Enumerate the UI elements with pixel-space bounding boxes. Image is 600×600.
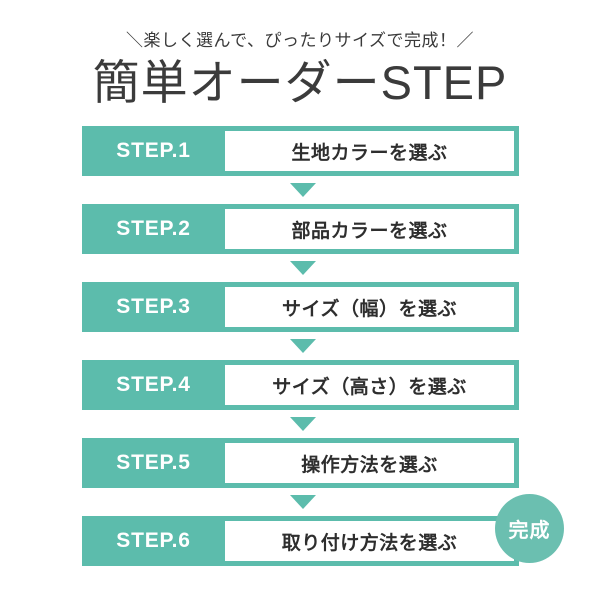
arrow-down-icon xyxy=(290,417,316,431)
step-row[interactable]: STEP.4 サイズ（高さ）を選ぶ xyxy=(82,360,519,410)
arrow-down-icon xyxy=(290,261,316,275)
step-label-3: サイズ（幅）を選ぶ xyxy=(282,298,457,320)
step-number-2: STEP.2 xyxy=(116,217,191,240)
step-row[interactable]: STEP.2 部品カラーを選ぶ xyxy=(82,204,519,254)
complete-badge-label: 完成 xyxy=(508,520,551,542)
step-number-5: STEP.5 xyxy=(116,451,191,474)
step-number-1: STEP.1 xyxy=(116,139,191,162)
step-list: STEP.1 生地カラーを選ぶ STEP.2 部品カラーを選ぶ STEP.3 サ… xyxy=(82,126,519,594)
step-number-4: STEP.4 xyxy=(116,373,191,396)
step-row[interactable]: STEP.3 サイズ（幅）を選ぶ xyxy=(82,282,519,332)
tagline: ＼楽しく選んで、ぴったりサイズで完成！／ xyxy=(126,31,474,50)
step-label-4: サイズ（高さ）を選ぶ xyxy=(272,376,467,398)
step-label-5: 操作方法を選ぶ xyxy=(301,454,438,476)
step-label-6: 取り付け方法を選ぶ xyxy=(281,532,458,554)
step-row[interactable]: STEP.6 取り付け方法を選ぶ xyxy=(82,516,519,566)
step-label-box-6: 取り付け方法を選ぶ xyxy=(225,521,514,561)
step-label-box-2: 部品カラーを選ぶ xyxy=(225,209,514,249)
arrow-down-icon xyxy=(290,495,316,509)
step-label-box-5: 操作方法を選ぶ xyxy=(225,443,514,483)
arrow-down-icon xyxy=(290,339,316,353)
step-number-6: STEP.6 xyxy=(116,529,191,552)
step-label-1: 生地カラーを選ぶ xyxy=(291,142,448,164)
step-label-box-1: 生地カラーを選ぶ xyxy=(225,131,514,171)
step-row[interactable]: STEP.1 生地カラーを選ぶ xyxy=(82,126,519,176)
step-number-3: STEP.3 xyxy=(116,295,191,318)
step-label-box-4: サイズ（高さ）を選ぶ xyxy=(225,365,514,405)
page-title: 簡単オーダーSTEP xyxy=(92,56,508,109)
complete-badge: 完成 xyxy=(495,494,564,563)
step-label-box-3: サイズ（幅）を選ぶ xyxy=(225,287,514,327)
step-row[interactable]: STEP.5 操作方法を選ぶ xyxy=(82,438,519,488)
step-label-2: 部品カラーを選ぶ xyxy=(291,220,448,242)
arrow-down-icon xyxy=(290,183,316,197)
